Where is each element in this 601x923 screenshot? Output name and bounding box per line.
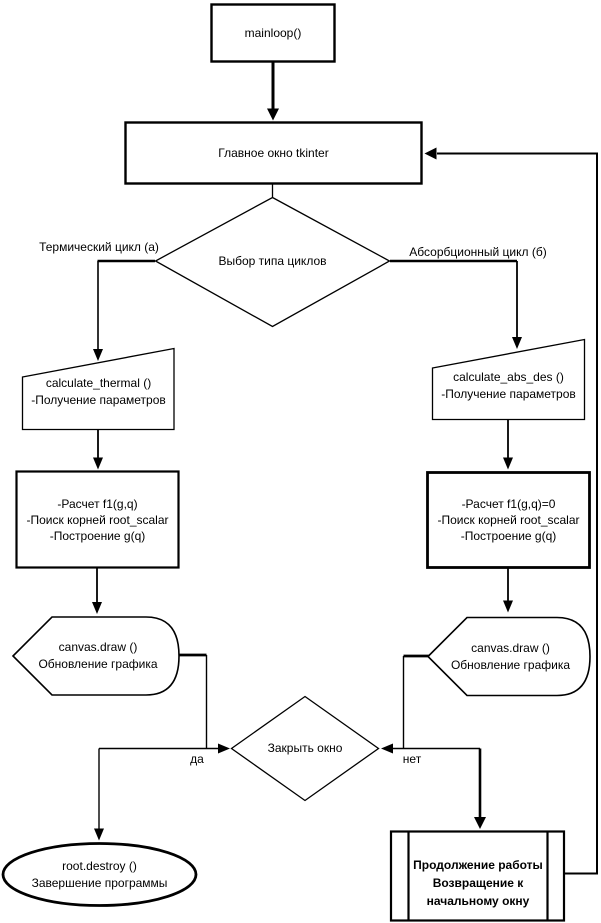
- node-terminate-ellipse: [1, 842, 198, 907]
- node-process-left: [15, 470, 180, 569]
- display-left-label: canvas.draw () Обновление графика: [24, 617, 172, 695]
- arrowhead-into-calc-thermal: [93, 349, 103, 361]
- choose-cycle-label-text: Выбор типа циклов: [218, 253, 327, 268]
- yes-branch-label-text: да: [190, 751, 204, 766]
- calc-thermal-label: calculate_thermal () -Получение параметр…: [23, 374, 174, 410]
- branch-thermal-label-text: Термический цикл (а): [39, 239, 159, 254]
- arrowhead-into-display-right: [503, 600, 513, 613]
- continue-line3: начальному окну: [426, 894, 530, 908]
- node-display-left: [11, 616, 180, 696]
- arrowhead-feedback-into-main-window: [424, 147, 437, 160]
- node-calc-abs-des-shape: [431, 338, 586, 421]
- display-right-line2: Обновление графика: [450, 658, 571, 672]
- arrowhead-into-continue: [474, 817, 486, 829]
- display-right-line1: canvas.draw (): [471, 641, 550, 655]
- node-calc-thermal-shape: [21, 347, 175, 431]
- arrowhead-into-main-window: [267, 108, 279, 121]
- branch-thermal-label: Термический цикл (а): [34, 239, 164, 255]
- edge-feedback-loop: [437, 152, 598, 875]
- arrowhead-into-close-left: [218, 743, 230, 754]
- arrowhead-into-close-right: [381, 743, 393, 754]
- close-window-label: Закрыть окно: [235, 739, 375, 757]
- display-right-label: canvas.draw () Обновление графика: [438, 618, 583, 696]
- node-continue-predefined: [389, 830, 566, 922]
- process-left-line1: -Расчет f1(g,q): [57, 496, 138, 511]
- branch-absorption-label: Абсорбционный цикл (б): [409, 244, 547, 260]
- calc-abs-des-line2: -Получение параметров: [441, 387, 576, 401]
- arrowhead-into-process-left: [93, 457, 103, 470]
- process-right-label: -Расчет f1(g,q)=0 -Поиск корней root_sca…: [427, 472, 590, 568]
- yes-branch-label: да: [183, 751, 211, 767]
- continue-line1: Продолжение работы: [413, 858, 543, 872]
- mainloop-label-text: mainloop(): [244, 25, 302, 40]
- node-mainloop: [210, 3, 336, 63]
- continue-line2: Возвращение к: [432, 876, 524, 890]
- main-window-label-text: Главное окно tkinter: [218, 145, 329, 160]
- process-left-label: -Расчет f1(g,q) -Поиск корней root_scala…: [16, 471, 179, 568]
- main-window-label: Главное окно tkinter: [125, 122, 422, 184]
- display-left-line2: Обновление графика: [38, 657, 158, 671]
- arrowhead-into-process-right: [503, 457, 513, 470]
- arrowhead-into-display-left: [92, 602, 102, 614]
- display-left-line1: canvas.draw (): [58, 640, 138, 654]
- branch-absorption-label-text: Абсорбционный цикл (б): [409, 244, 547, 259]
- no-branch-label-text: нет: [402, 751, 422, 766]
- terminate-label: root.destroy () Завершение программы: [3, 844, 196, 905]
- continue-label: Продолжение работы Возвращение к начальн…: [409, 843, 547, 923]
- calc-thermal-line1: calculate_thermal (): [45, 376, 152, 390]
- calc-abs-des-label: calculate_abs_des () -Получение параметр…: [433, 368, 584, 404]
- node-continue-outer-rect: [389, 830, 566, 922]
- process-right-line3: -Построение g(q): [460, 529, 557, 543]
- process-right-line1: -Расчет f1(g,q)=0: [461, 497, 556, 511]
- arrowhead-into-terminate: [94, 828, 104, 841]
- process-left-line3: -Построение g(q): [49, 528, 146, 543]
- no-branch-label: нет: [396, 751, 428, 767]
- node-choose-cycle-diamond: [154, 196, 391, 328]
- process-left-line2: -Поиск корней root_scalar: [26, 512, 169, 527]
- choose-cycle-label: Выбор типа циклов: [182, 251, 363, 271]
- mainloop-label: mainloop(): [211, 4, 335, 62]
- calc-abs-des-line1: calculate_abs_des (): [453, 370, 564, 384]
- arrowhead-into-calc-abs-des: [512, 337, 522, 349]
- node-display-right: [426, 616, 591, 697]
- close-window-label-text: Закрыть окно: [267, 740, 343, 755]
- calc-thermal-line2: -Получение параметров: [31, 393, 166, 407]
- node-process-right: [426, 471, 591, 569]
- terminate-line2: Завершение программы: [31, 875, 168, 890]
- terminate-line1: root.destroy (): [62, 858, 137, 873]
- process-right-line2: -Поиск корней root_scalar: [437, 513, 580, 527]
- node-close-window-diamond: [230, 695, 380, 802]
- node-main-window: [124, 121, 423, 185]
